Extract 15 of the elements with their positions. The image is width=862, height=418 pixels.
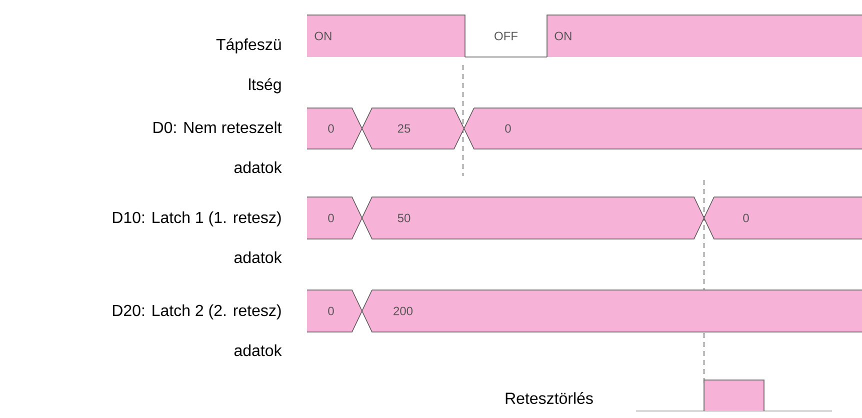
signal-name: Retesztörlés	[506, 392, 593, 404]
signal-segment: ON	[546, 14, 862, 58]
signal-segment: ON	[306, 14, 466, 58]
signal-name: Tápfeszü ltség	[216, 38, 281, 94]
signal-name: D0: Nem reteszelt adatok	[154, 121, 282, 174]
signal-segment: 0	[464, 108, 862, 150]
signal-segment: OFF	[464, 32, 548, 58]
signal-segment: 25	[362, 108, 464, 150]
signal-segment: 0	[704, 196, 862, 240]
signal-segment: 0	[306, 108, 362, 150]
signal-segment: 0	[306, 290, 362, 332]
signal-segment: 0	[306, 196, 362, 240]
pulse-signal	[636, 380, 832, 412]
signal-name: D10: Latch 1 (1. retesz) adatok	[112, 211, 282, 264]
signal-name: D20: Latch 2 (2. retesz) adatok	[112, 304, 282, 356]
